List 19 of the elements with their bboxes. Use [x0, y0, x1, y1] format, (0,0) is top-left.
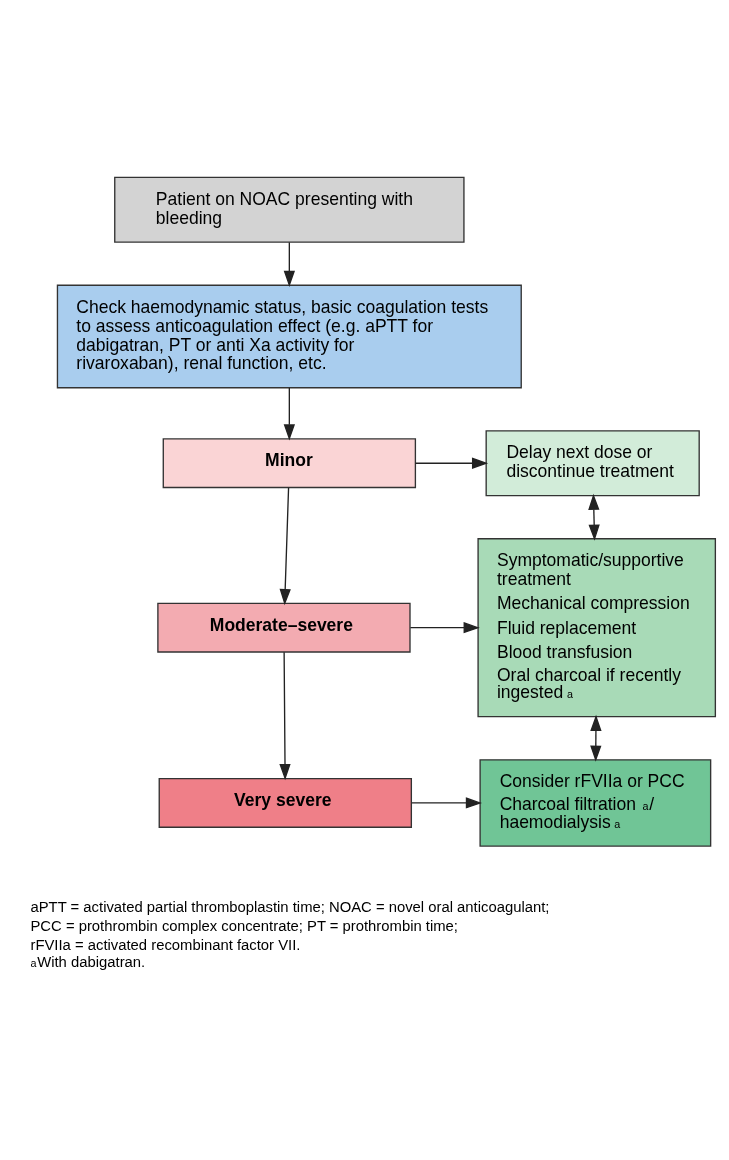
label: rFVIIa = activated recombinant factor VII.: [30, 936, 301, 953]
node-box: Minor: [162, 437, 417, 488]
arrow: [279, 651, 291, 780]
arrow: [588, 493, 600, 541]
label: PCC = prothrombin complex concentrate; PT = prothrombin time;: [30, 917, 458, 934]
node-box: Patient on NOAC presenting with bleeding: [114, 176, 465, 243]
label: aWith dabigatran.: [30, 953, 146, 970]
arrow: [283, 241, 295, 287]
arrow: [590, 714, 602, 762]
arrow: [411, 796, 482, 809]
arrow: [409, 621, 480, 633]
label: aPTT = activated partial thromboplastin time; NOAC = novel oral anticoagulant;: [30, 898, 550, 915]
arrow: [414, 457, 489, 469]
node-box: Moderate–severe: [157, 602, 411, 653]
arrow: [283, 386, 295, 440]
node-box: Very severe: [158, 777, 413, 828]
arrow: [279, 486, 291, 605]
node-box: Delay next dose or discontinue treatment: [485, 429, 700, 496]
node-box: Check haemodynamic status, basic coagulation tests to assess anticoagulation effect (e.g. aPTT for dabigatran, PT or anti Xa activity for rivaroxaban), renal function, etc.: [56, 284, 522, 388]
